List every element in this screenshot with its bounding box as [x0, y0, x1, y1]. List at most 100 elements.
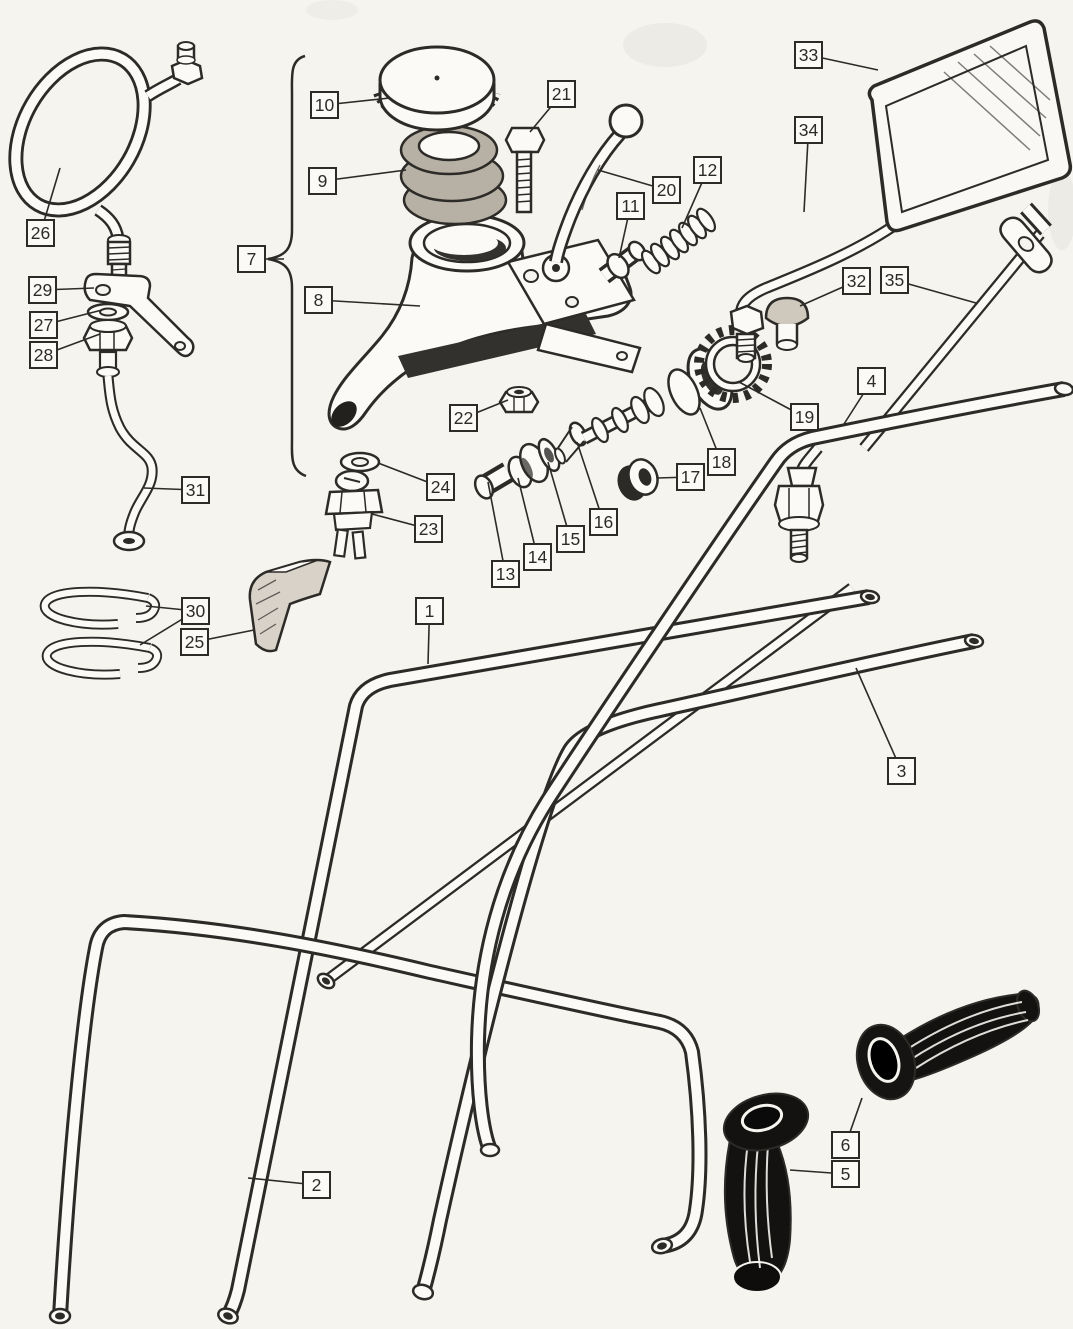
part-number-27: 27 [34, 315, 53, 335]
handlebar-group [48, 381, 1073, 1325]
part-number-32: 32 [847, 271, 866, 291]
part-label-box-30 [181, 597, 210, 625]
part-label-box-23 [414, 515, 443, 543]
part-label-box-21 [547, 80, 576, 108]
part-label-box-13 [491, 560, 520, 588]
part-number-12: 12 [698, 160, 717, 180]
part-label-box-4 [857, 367, 886, 395]
part-label-box-33 [794, 41, 823, 69]
part-number-31: 31 [186, 480, 205, 500]
part-number-20: 20 [657, 180, 677, 200]
part-number-6: 6 [841, 1135, 851, 1155]
part-callout-30: 30 [139, 597, 210, 646]
part-label-box-14 [523, 543, 552, 571]
part-label-box-6 [831, 1131, 860, 1159]
part-label-box-9 [308, 167, 337, 195]
part-number-9: 9 [318, 171, 328, 191]
part-label-box-20 [652, 176, 681, 204]
part-callout-8: 8 [304, 286, 421, 314]
mirror-arm-lower-end [773, 444, 825, 563]
adjuster-spring [640, 207, 717, 275]
part-label-box-31 [181, 476, 210, 504]
part-callout-31: 31 [143, 476, 210, 504]
part-callout-22: 22 [449, 399, 509, 432]
part-callout-15: 15 [547, 461, 585, 553]
clamp-bracket [506, 238, 636, 326]
part-number-18: 18 [712, 452, 731, 472]
part-callout-26: 26 [26, 167, 61, 247]
mirror-arm [737, 216, 905, 317]
part-label-box-34 [794, 116, 823, 144]
part-label-box-26 [26, 219, 55, 247]
handlebar-grips [722, 989, 1041, 1293]
rubber-wedge [248, 558, 332, 653]
part-label-box-16 [589, 508, 618, 536]
part-callout-19: 19 [738, 381, 819, 431]
part-callout-18: 18 [699, 407, 736, 476]
part-number-15: 15 [561, 529, 580, 549]
part-label-box-15 [556, 525, 585, 553]
part-number-29: 29 [33, 280, 52, 300]
cross-rod [323, 585, 855, 984]
mounting-nut [617, 458, 659, 501]
part-callout-2: 2 [247, 1171, 331, 1199]
part-label-box-28 [29, 341, 58, 369]
group-brace [267, 54, 307, 478]
part-number-14: 14 [528, 547, 548, 567]
part-callout-27: 27 [29, 309, 103, 339]
part-label-box-19 [790, 403, 819, 431]
part-label-box-2 [302, 1171, 331, 1199]
part-callout-25: 25 [180, 628, 255, 656]
part-callout-1: 1 [415, 597, 444, 665]
mirror-stay-rod [859, 202, 1053, 452]
part-label-box-25 [180, 628, 209, 656]
reservoir-cap [373, 45, 501, 132]
part-label-box-11 [616, 192, 645, 220]
clamp-bolt [504, 126, 546, 214]
piston-kit [473, 325, 772, 501]
part-number-21: 21 [552, 84, 571, 104]
part-callout-29: 29 [28, 276, 95, 304]
part-number-26: 26 [31, 223, 50, 243]
part-callout-20: 20 [597, 169, 681, 204]
part-callout-33: 33 [794, 41, 879, 71]
reservoir-diaphragm [399, 124, 508, 226]
part-callout-12: 12 [681, 156, 722, 229]
part-label-box-18 [707, 448, 736, 476]
brake-pipe [104, 375, 156, 539]
part-callout-34: 34 [794, 116, 823, 213]
part-number-33: 33 [799, 45, 818, 65]
part-callout-35: 35 [880, 266, 977, 304]
scan-artifacts [306, 0, 1073, 250]
part-label-box-32 [842, 267, 871, 295]
part-label-box-35 [880, 266, 909, 294]
part-callout-17: 17 [656, 463, 705, 491]
part-callout-32: 32 [799, 267, 871, 307]
part-callout-14: 14 [517, 477, 552, 571]
part-number-35: 35 [885, 270, 904, 290]
part-label-box-24 [426, 473, 455, 501]
leader-line-3 [855, 667, 903, 772]
part-callout-3: 3 [855, 667, 916, 785]
part-label-box-7 [237, 245, 266, 273]
part-callout-9: 9 [308, 167, 407, 195]
brake-hose-assembly [8, 41, 204, 552]
lever-adjuster [598, 240, 647, 284]
part-number-10: 10 [315, 95, 335, 115]
part-callout-5: 5 [789, 1160, 860, 1188]
part-label-box-22 [449, 404, 478, 432]
part-number-11: 11 [621, 196, 639, 216]
stoplight-switch [324, 451, 384, 560]
hose-bracket [83, 272, 195, 358]
leader-line-8 [318, 299, 421, 307]
part-label-box-12 [693, 156, 722, 184]
part-callout-13: 13 [487, 481, 520, 588]
part-number-1: 1 [425, 601, 435, 621]
part-callout-11: 11 [616, 192, 645, 259]
part-callout-4: 4 [843, 367, 886, 425]
part-callout-7: 7 [237, 245, 284, 273]
part-callout-10: 10 [310, 91, 391, 119]
part-number-22: 22 [454, 408, 473, 428]
part-number-17: 17 [681, 467, 700, 487]
